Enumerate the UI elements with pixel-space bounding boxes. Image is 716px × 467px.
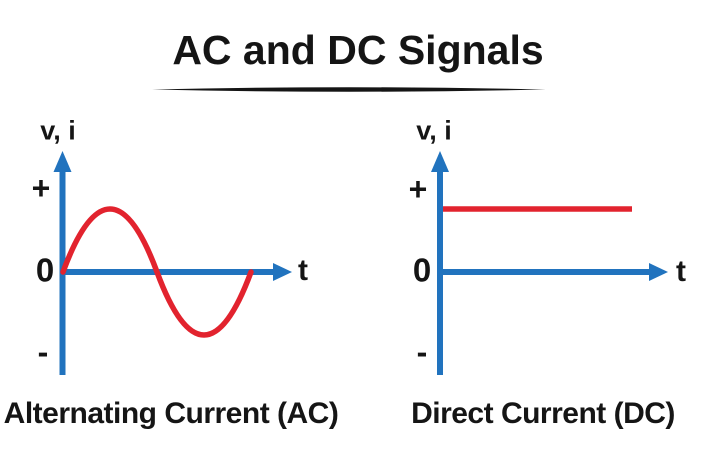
dc-x-axis-arrow-icon	[649, 263, 668, 281]
ac-sine-wave	[60, 206, 254, 338]
dc-positive-label: +	[408, 171, 428, 207]
dc-y-axis-label: v, i	[416, 115, 452, 146]
dc-y-axis-arrow-icon	[431, 151, 449, 172]
ac-origin-label: 0	[35, 251, 55, 289]
dc-plot	[431, 151, 668, 375]
ac-x-axis-arrow-icon	[273, 263, 292, 281]
ac-positive-label: +	[31, 170, 51, 206]
title-underline	[152, 87, 546, 92]
ac-caption: Alternating Current (AC)	[3, 397, 339, 430]
dc-x-axis-label: t	[676, 255, 686, 288]
figure-title: AC and DC Signals	[172, 27, 544, 73]
dc-origin-label: 0	[412, 251, 432, 289]
ac-plot	[53, 151, 292, 375]
ac-x-axis-label: t	[298, 254, 308, 287]
ac-y-axis-arrow-icon	[53, 151, 72, 172]
dc-negative-label: -	[416, 334, 428, 370]
ac-y-axis-label: v, i	[40, 115, 76, 146]
dc-caption: Direct Current (DC)	[411, 397, 675, 430]
ac-negative-label: -	[37, 334, 49, 370]
